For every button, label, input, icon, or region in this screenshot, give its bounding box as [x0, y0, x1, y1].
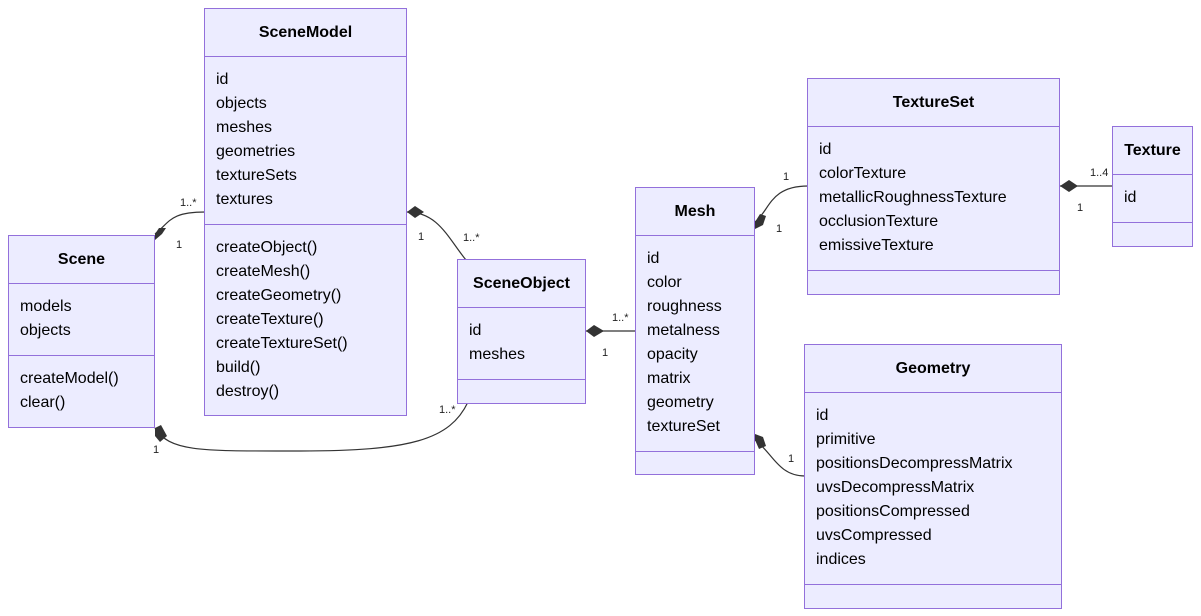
attribute: colorTexture: [819, 165, 907, 182]
attribute: matrix: [647, 370, 691, 387]
composition-diamond: [586, 325, 604, 337]
attributes-section: id color roughness metalness opacity mat…: [636, 236, 754, 452]
methods-section: [808, 271, 1059, 282]
methods-section: [458, 380, 585, 391]
composition-diamond: [1060, 180, 1078, 192]
attribute: emissiveTexture: [819, 237, 934, 254]
mult-label: 1: [1077, 202, 1083, 214]
class-geometry: Geometry id primitive positionsDecompres…: [804, 344, 1062, 609]
composition-diamond: [155, 228, 166, 240]
class-name: Geometry: [805, 345, 1061, 393]
method: createObject(): [216, 239, 318, 256]
attribute: geometry: [647, 394, 714, 411]
composition-diamond: [155, 425, 167, 442]
attributes-section: id colorTexture metallicRoughnessTexture…: [808, 127, 1059, 271]
edge-scene-sceneobject: [154, 401, 469, 452]
method: createModel(): [20, 370, 119, 387]
class-scene: Scene models objects createModel() clear…: [8, 235, 155, 428]
method: build(): [216, 359, 261, 376]
attributes-section: id primitive positionsDecompressMatrix u…: [805, 393, 1061, 585]
mult-label: 1..*: [463, 232, 480, 244]
attribute: metallicRoughnessTexture: [819, 189, 1007, 206]
method: createGeometry(): [216, 287, 342, 304]
attribute: objects: [216, 95, 267, 112]
mult-label: 1: [783, 171, 789, 183]
method: clear(): [20, 394, 66, 411]
attribute: roughness: [647, 298, 722, 315]
attribute: textureSets: [216, 167, 297, 184]
mult-label: 1: [418, 231, 424, 243]
methods-section: [1113, 223, 1192, 234]
attribute: objects: [20, 322, 71, 339]
attribute: color: [647, 274, 682, 291]
class-name: Mesh: [636, 188, 754, 236]
methods-section: [636, 452, 754, 463]
mult-label: 1: [776, 223, 782, 235]
methods-section: [805, 585, 1061, 596]
attribute: id: [216, 71, 229, 88]
class-mesh: Mesh id color roughness metalness opacit…: [635, 187, 755, 475]
mult-label: 1: [788, 453, 794, 465]
attribute: opacity: [647, 346, 698, 363]
attribute: id: [816, 407, 829, 424]
attributes-section: id meshes: [458, 308, 585, 380]
class-sceneobject: SceneObject id meshes: [457, 259, 586, 404]
attribute: metalness: [647, 322, 720, 339]
method: createTextureSet(): [216, 335, 348, 352]
attribute: positionsCompressed: [816, 503, 970, 520]
attribute: textureSet: [647, 418, 720, 435]
attribute: textures: [216, 191, 273, 208]
class-name: SceneModel: [205, 9, 406, 57]
class-name: SceneObject: [458, 260, 585, 308]
class-name: Texture: [1113, 127, 1192, 175]
composition-diamond: [407, 206, 424, 218]
mult-label: 1..4: [1090, 167, 1108, 179]
attributes-section: models objects: [9, 284, 154, 356]
attribute: occlusionTexture: [819, 213, 939, 230]
attribute: id: [469, 322, 482, 339]
mult-label: 1: [176, 239, 182, 251]
class-name: Scene: [9, 236, 154, 284]
mult-label: 1: [602, 347, 608, 359]
attribute: meshes: [216, 119, 273, 136]
mult-label: 1..*: [180, 197, 197, 209]
attribute: primitive: [816, 431, 876, 448]
methods-section: createObject() createMesh() createGeomet…: [205, 225, 406, 404]
attribute: uvsCompressed: [816, 527, 932, 544]
attribute: geometries: [216, 143, 296, 160]
method: createTexture(): [216, 311, 324, 328]
composition-diamond: [755, 214, 766, 229]
attribute: models: [20, 298, 72, 315]
class-name: TextureSet: [808, 79, 1059, 127]
attribute: indices: [816, 551, 866, 568]
composition-diamond: [755, 434, 766, 449]
attribute: id: [647, 250, 660, 267]
attribute: uvsDecompressMatrix: [816, 479, 975, 496]
mult-label: 1: [153, 444, 159, 456]
attributes-section: id objects meshes geometries textureSets…: [205, 57, 406, 225]
mult-label: 1..*: [439, 404, 456, 416]
methods-section: createModel() clear(): [9, 356, 154, 415]
class-texture: Texture id: [1112, 126, 1193, 247]
attribute: meshes: [469, 346, 526, 363]
mult-label: 1..*: [612, 312, 629, 324]
method: destroy(): [216, 383, 280, 400]
class-scenemodel: SceneModel id objects meshes geometries …: [204, 8, 407, 416]
attribute: id: [819, 141, 832, 158]
attribute: id: [1124, 189, 1137, 206]
edge-scenemodel-sceneobject: [406, 211, 467, 261]
method: createMesh(): [216, 263, 311, 280]
attributes-section: id: [1113, 175, 1192, 223]
attribute: positionsDecompressMatrix: [816, 455, 1013, 472]
class-textureset: TextureSet id colorTexture metallicRough…: [807, 78, 1060, 295]
